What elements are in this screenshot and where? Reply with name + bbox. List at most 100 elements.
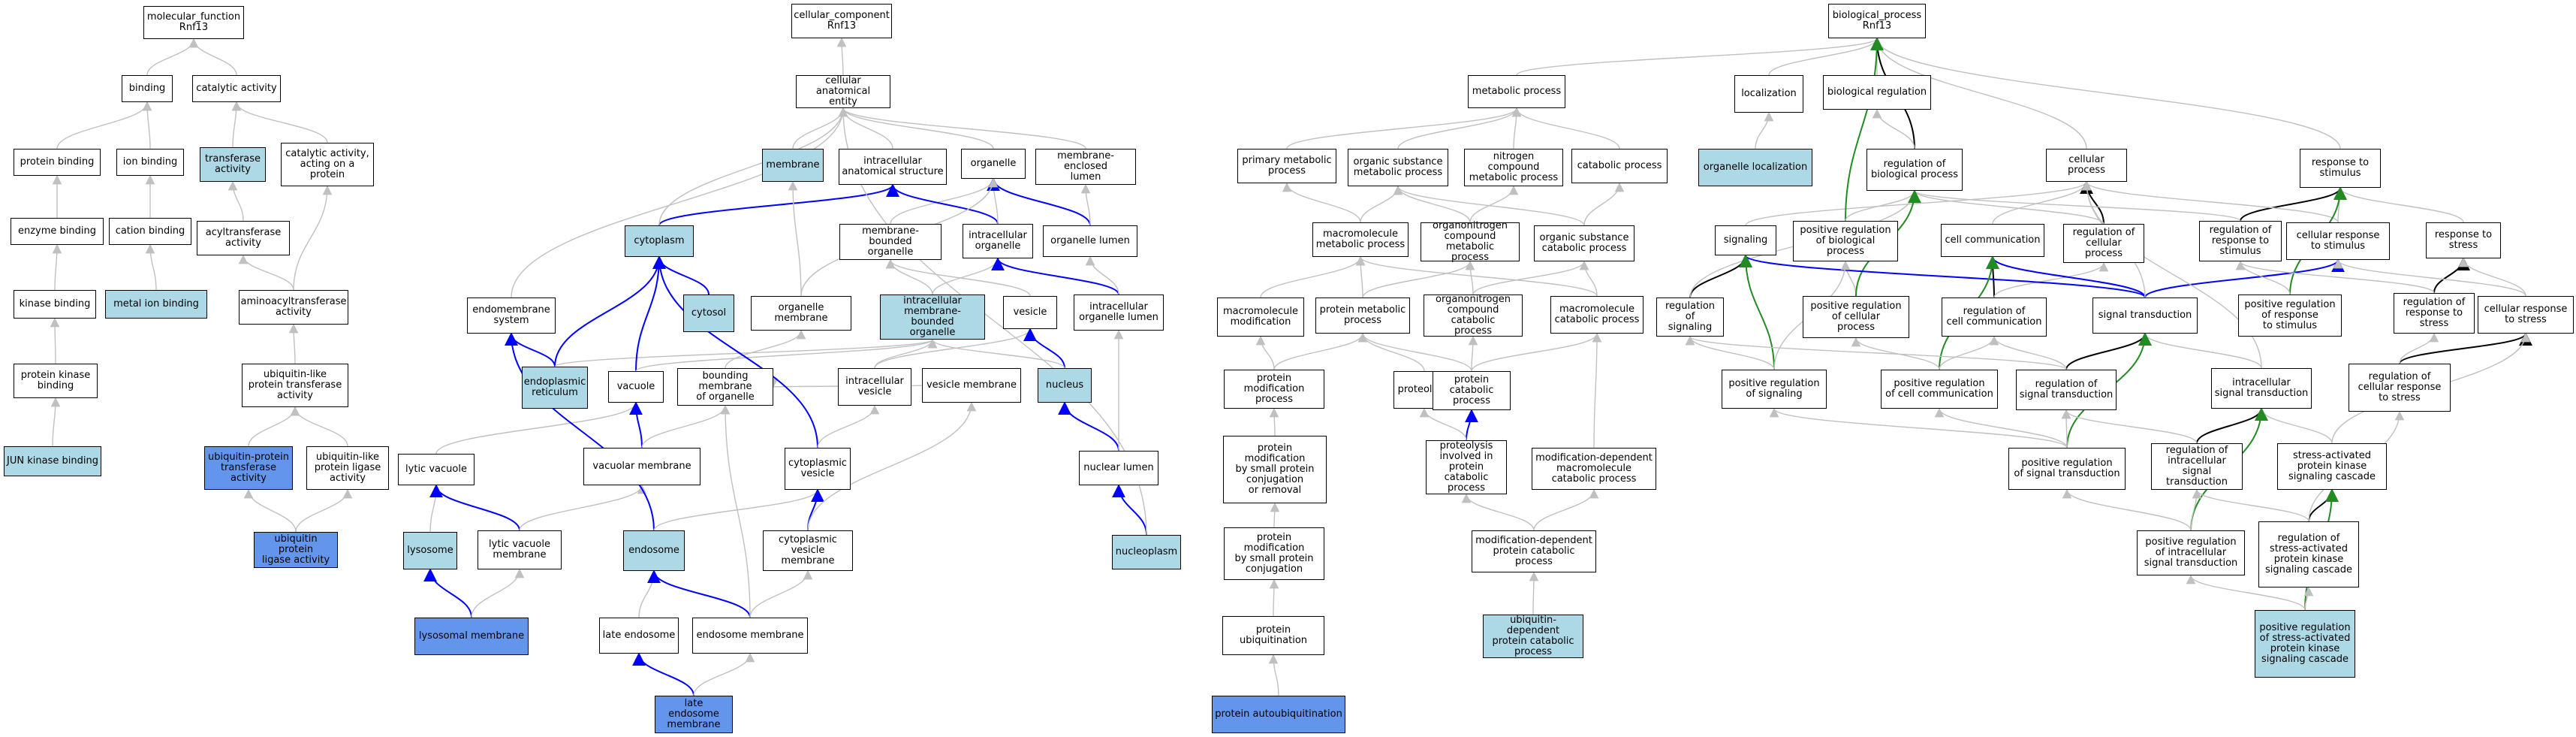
go-term-node-nitrometab[interactable]: nitrogen compound metabolic process — [1464, 149, 1563, 186]
go-term-node-endomemb[interactable]: endosome membrane — [692, 618, 808, 654]
go-term-node-catalytic[interactable]: catalytic activity — [192, 75, 281, 102]
go-term-node-catacyl[interactable]: catalytic activity, acting on a protein — [281, 143, 374, 186]
go-term-node-regsig[interactable]: regulation of signaling — [1656, 298, 1724, 337]
go-term-node-orgnitrocatab[interactable]: organonitrogen compound catabolic proces… — [1424, 294, 1523, 337]
go-term-node-localization[interactable]: localization — [1734, 75, 1803, 113]
go-term-node-melumen[interactable]: membrane-enclosed lumen — [1035, 149, 1136, 185]
go-term-node-macrocatab[interactable]: macromolecule catabolic process — [1550, 296, 1644, 334]
go-term-node-bmo[interactable]: bounding membrane of organelle — [677, 368, 773, 406]
go-term-node-posregsigtrans[interactable]: positive regulation of signal transducti… — [2008, 448, 2126, 490]
go-term-node-intsigtrans[interactable]: intracellular signal transduction — [2211, 368, 2312, 409]
go-term-node-mf[interactable]: molecular_function Rnf13 — [143, 6, 244, 39]
go-term-node-ubligase[interactable]: ubiquitin protein ligase activity — [254, 532, 338, 568]
go-term-node-primmetab[interactable]: primary metabolic process — [1237, 149, 1336, 183]
go-term-node-posregsapk[interactable]: positive regulation of stress-activated … — [2255, 610, 2355, 678]
go-term-node-posregsig[interactable]: positive regulation of signaling — [1722, 370, 1827, 409]
go-term-node-protmod[interactable]: protein modification process — [1224, 370, 1324, 409]
go-term-node-regrespstress[interactable]: regulation of response to stress — [2394, 293, 2475, 334]
go-term-node-protbind[interactable]: protein binding — [14, 149, 101, 176]
go-term-node-ionbind[interactable]: ion binding — [116, 149, 184, 176]
go-term-node-intorglumen[interactable]: intracellular organelle lumen — [1074, 294, 1164, 331]
go-term-node-regbio[interactable]: regulation of biological process — [1866, 149, 1963, 191]
go-term-node-protcatab[interactable]: protein catabolic process — [1433, 371, 1511, 410]
go-term-node-regsapk[interactable]: regulation of stress-activated protein k… — [2258, 521, 2359, 587]
go-term-node-lateendomem[interactable]: late endosome membrane — [655, 696, 733, 733]
go-term-node-posregintsig[interactable]: positive regulation of intracellular sig… — [2137, 530, 2245, 575]
go-term-node-metalion[interactable]: metal ion binding — [105, 290, 207, 319]
go-term-node-nucleus[interactable]: nucleus — [1038, 368, 1092, 403]
go-term-node-organelle[interactable]: organelle — [961, 149, 1026, 179]
go-term-node-cellrespstim[interactable]: cellular response to stimulus — [2286, 222, 2390, 260]
go-term-node-protmetab[interactable]: protein metabolic process — [1315, 298, 1410, 334]
go-term-node-proteolcatab[interactable]: proteolysis involved in protein cataboli… — [1426, 440, 1507, 494]
go-term-node-respstress[interactable]: response to stress — [2426, 222, 2501, 258]
go-term-node-orgnitrometab[interactable]: organonitrogen compound metabolic proces… — [1421, 221, 1520, 263]
go-term-node-regintsig[interactable]: regulation of intracellular signal trans… — [2151, 443, 2243, 490]
go-term-node-moddepmacro[interactable]: modification-dependent macromolecule cat… — [1532, 448, 1656, 490]
go-term-node-enzbind[interactable]: enzyme binding — [11, 218, 104, 245]
go-term-node-kinbind[interactable]: kinase binding — [14, 290, 96, 319]
go-term-node-protmodsmall[interactable]: protein modification by small protein co… — [1224, 527, 1324, 580]
go-term-node-sigtrans[interactable]: signal transduction — [2092, 298, 2198, 334]
go-term-node-respstim[interactable]: response to stimulus — [2300, 149, 2381, 188]
go-term-node-regcellcomm[interactable]: regulation of cell communication — [1942, 298, 2047, 337]
go-term-node-ublikeptrans[interactable]: ubiquitin-like protein transferase activ… — [242, 364, 348, 407]
go-term-node-sapk[interactable]: stress-activated protein kinase signalin… — [2277, 443, 2387, 490]
go-term-node-membrane[interactable]: membrane — [762, 149, 824, 182]
go-term-node-orgmem[interactable]: organelle membrane — [751, 296, 851, 331]
go-term-node-orgsubcatab[interactable]: organic substance catabolic process — [1534, 225, 1634, 261]
go-term-node-nucleoplasm[interactable]: nucleoplasm — [1112, 535, 1181, 569]
go-term-node-macrometab[interactable]: macromolecule metabolic process — [1312, 222, 1409, 257]
go-term-node-macromod[interactable]: macromolecule modification — [1217, 298, 1304, 337]
go-term-node-nuclumen[interactable]: nuclear lumen — [1079, 451, 1158, 485]
go-term-node-aminoacyl[interactable]: aminoacyltransferase activity — [239, 290, 348, 325]
go-term-node-lysmem[interactable]: lysosomal membrane — [414, 618, 529, 655]
go-term-node-metab[interactable]: metabolic process — [1468, 75, 1565, 108]
go-term-node-cc[interactable]: cellular_component Rnf13 — [791, 4, 892, 38]
go-term-node-bp[interactable]: biological_process Rnf13 — [1828, 4, 1926, 38]
go-term-node-imbo[interactable]: intracellular membrane-bounded organelle — [880, 294, 985, 340]
go-term-node-lvm[interactable]: lytic vacuole membrane — [478, 530, 562, 569]
go-term-node-vesmem[interactable]: vesicle membrane — [922, 368, 1021, 403]
go-term-node-ubptrans[interactable]: ubiquitin-protein transferase activity — [204, 446, 293, 490]
go-term-node-vacmem[interactable]: vacuolar membrane — [583, 448, 700, 485]
go-term-node-cae[interactable]: cellular anatomical entity — [796, 75, 890, 108]
go-term-node-cellproc[interactable]: cellular process — [2046, 149, 2127, 182]
go-term-node-mbo[interactable]: membrane-bounded organelle — [839, 224, 942, 260]
go-term-node-regsigtrans[interactable]: regulation of signal transduction — [2016, 370, 2117, 410]
go-term-node-intorg[interactable]: intracellular organelle — [963, 224, 1033, 258]
go-term-node-endomem[interactable]: endomembrane system — [467, 298, 556, 334]
go-term-node-endosome[interactable]: endosome — [623, 530, 685, 571]
go-term-node-bioreg[interactable]: biological regulation — [1823, 75, 1931, 110]
go-term-node-ubdepprot[interactable]: ubiquitin-dependent protein catabolic pr… — [1483, 615, 1583, 658]
go-term-node-regcellproc[interactable]: regulation of cellular process — [2063, 224, 2144, 263]
go-term-node-lyticvac[interactable]: lytic vacuole — [398, 454, 475, 485]
go-term-node-posregcellcomm[interactable]: positive regulation of cell communicatio… — [1881, 370, 1998, 409]
go-term-node-acyltrans[interactable]: acyltransferase activity — [197, 221, 290, 255]
go-term-node-jnk[interactable]: JUN kinase binding — [4, 446, 101, 476]
go-term-node-vesicle[interactable]: vesicle — [1003, 296, 1057, 329]
go-term-node-er[interactable]: endoplasmic reticulum — [522, 367, 588, 409]
go-term-node-protmodconj[interactable]: protein modification by small protein co… — [1223, 436, 1327, 503]
go-term-node-posregrespstim[interactable]: positive regulation of response to stimu… — [2238, 294, 2342, 337]
go-term-node-protubiq[interactable]: protein ubiquitination — [1222, 616, 1324, 655]
go-term-node-regcellrespstress[interactable]: regulation of cellular response to stres… — [2349, 364, 2451, 412]
go-term-node-orgsubmetab[interactable]: organic substance metabolic process — [1348, 149, 1448, 186]
go-term-node-signaling[interactable]: signaling — [1715, 225, 1776, 255]
go-term-node-posregcell[interactable]: positive regulation of cellular process — [1803, 296, 1909, 338]
go-term-node-posregbio[interactable]: positive regulation of biological proces… — [1793, 221, 1898, 261]
go-term-node-cvm[interactable]: cytoplasmic vesicle membrane — [763, 530, 853, 571]
go-term-node-orgloc[interactable]: organelle localization — [1698, 149, 1812, 186]
go-term-node-transferase[interactable]: transferase activity — [200, 147, 266, 182]
go-term-node-lateendo[interactable]: late endosome — [599, 618, 679, 654]
go-term-node-catab[interactable]: catabolic process — [1571, 149, 1668, 183]
go-term-node-cytosol[interactable]: cytosol — [683, 294, 734, 332]
go-term-node-vacuole[interactable]: vacuole — [608, 371, 664, 403]
go-term-node-moddepprot[interactable]: modification-dependent protein catabolic… — [1472, 530, 1596, 572]
go-term-node-cytves[interactable]: cytoplasmic vesicle — [785, 448, 851, 490]
go-term-node-lysosome[interactable]: lysosome — [403, 532, 457, 569]
go-term-node-cellrespstress[interactable]: cellular response to stress — [2478, 296, 2574, 334]
go-term-node-pkbind[interactable]: protein kinase binding — [14, 364, 98, 398]
go-term-node-protautoubiq[interactable]: protein autoubiquitination — [1212, 696, 1345, 733]
go-term-node-intves[interactable]: intracellular vesicle — [838, 368, 911, 406]
